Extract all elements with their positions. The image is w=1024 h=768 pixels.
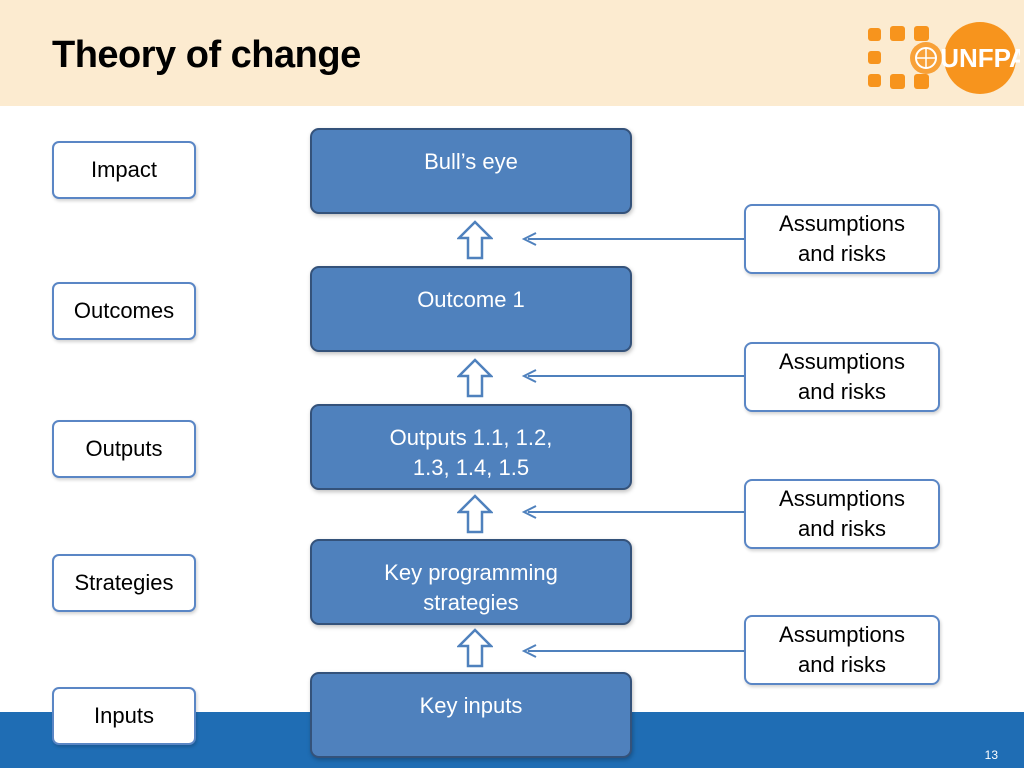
page-number: 13 bbox=[984, 748, 998, 762]
label-outputs: Outputs bbox=[52, 420, 196, 478]
logo-text: UNFPA bbox=[940, 43, 1020, 73]
logo-circle bbox=[944, 22, 1016, 94]
logo-square bbox=[914, 26, 929, 41]
assumptions-box: Assumptions and risks bbox=[744, 342, 940, 412]
logo-square bbox=[868, 51, 881, 64]
left-arrow-icon bbox=[521, 232, 744, 246]
logo-square bbox=[868, 28, 881, 41]
logo-square bbox=[890, 26, 905, 41]
up-arrow-icon bbox=[457, 220, 493, 260]
up-arrow-icon bbox=[457, 628, 493, 668]
un-emblem-icon bbox=[910, 42, 942, 74]
level-outputs: Outputs 1.1, 1.2, 1.3, 1.4, 1.5 bbox=[310, 404, 632, 490]
assumptions-box: Assumptions and risks bbox=[744, 204, 940, 274]
left-arrow-icon bbox=[521, 505, 744, 519]
assumptions-box: Assumptions and risks bbox=[744, 615, 940, 685]
logo-square bbox=[890, 74, 905, 89]
level-inputs: Key inputs bbox=[310, 672, 632, 758]
level-outcome: Outcome 1 bbox=[310, 266, 632, 352]
label-impact: Impact bbox=[52, 141, 196, 199]
label-inputs: Inputs bbox=[52, 687, 196, 745]
slide-header bbox=[0, 0, 1024, 106]
level-strategies: Key programming strategies bbox=[310, 539, 632, 625]
left-arrow-icon bbox=[521, 644, 744, 658]
assumptions-box: Assumptions and risks bbox=[744, 479, 940, 549]
left-arrow-icon bbox=[521, 369, 744, 383]
label-strategies: Strategies bbox=[52, 554, 196, 612]
unfpa-logo: UNFPA bbox=[868, 22, 1020, 94]
logo-square bbox=[868, 74, 881, 87]
label-outcomes: Outcomes bbox=[52, 282, 196, 340]
level-bulls-eye: Bull’s eye bbox=[310, 128, 632, 214]
logo-square bbox=[914, 74, 929, 89]
slide-title: Theory of change bbox=[52, 34, 361, 76]
up-arrow-icon bbox=[457, 358, 493, 398]
up-arrow-icon bbox=[457, 494, 493, 534]
